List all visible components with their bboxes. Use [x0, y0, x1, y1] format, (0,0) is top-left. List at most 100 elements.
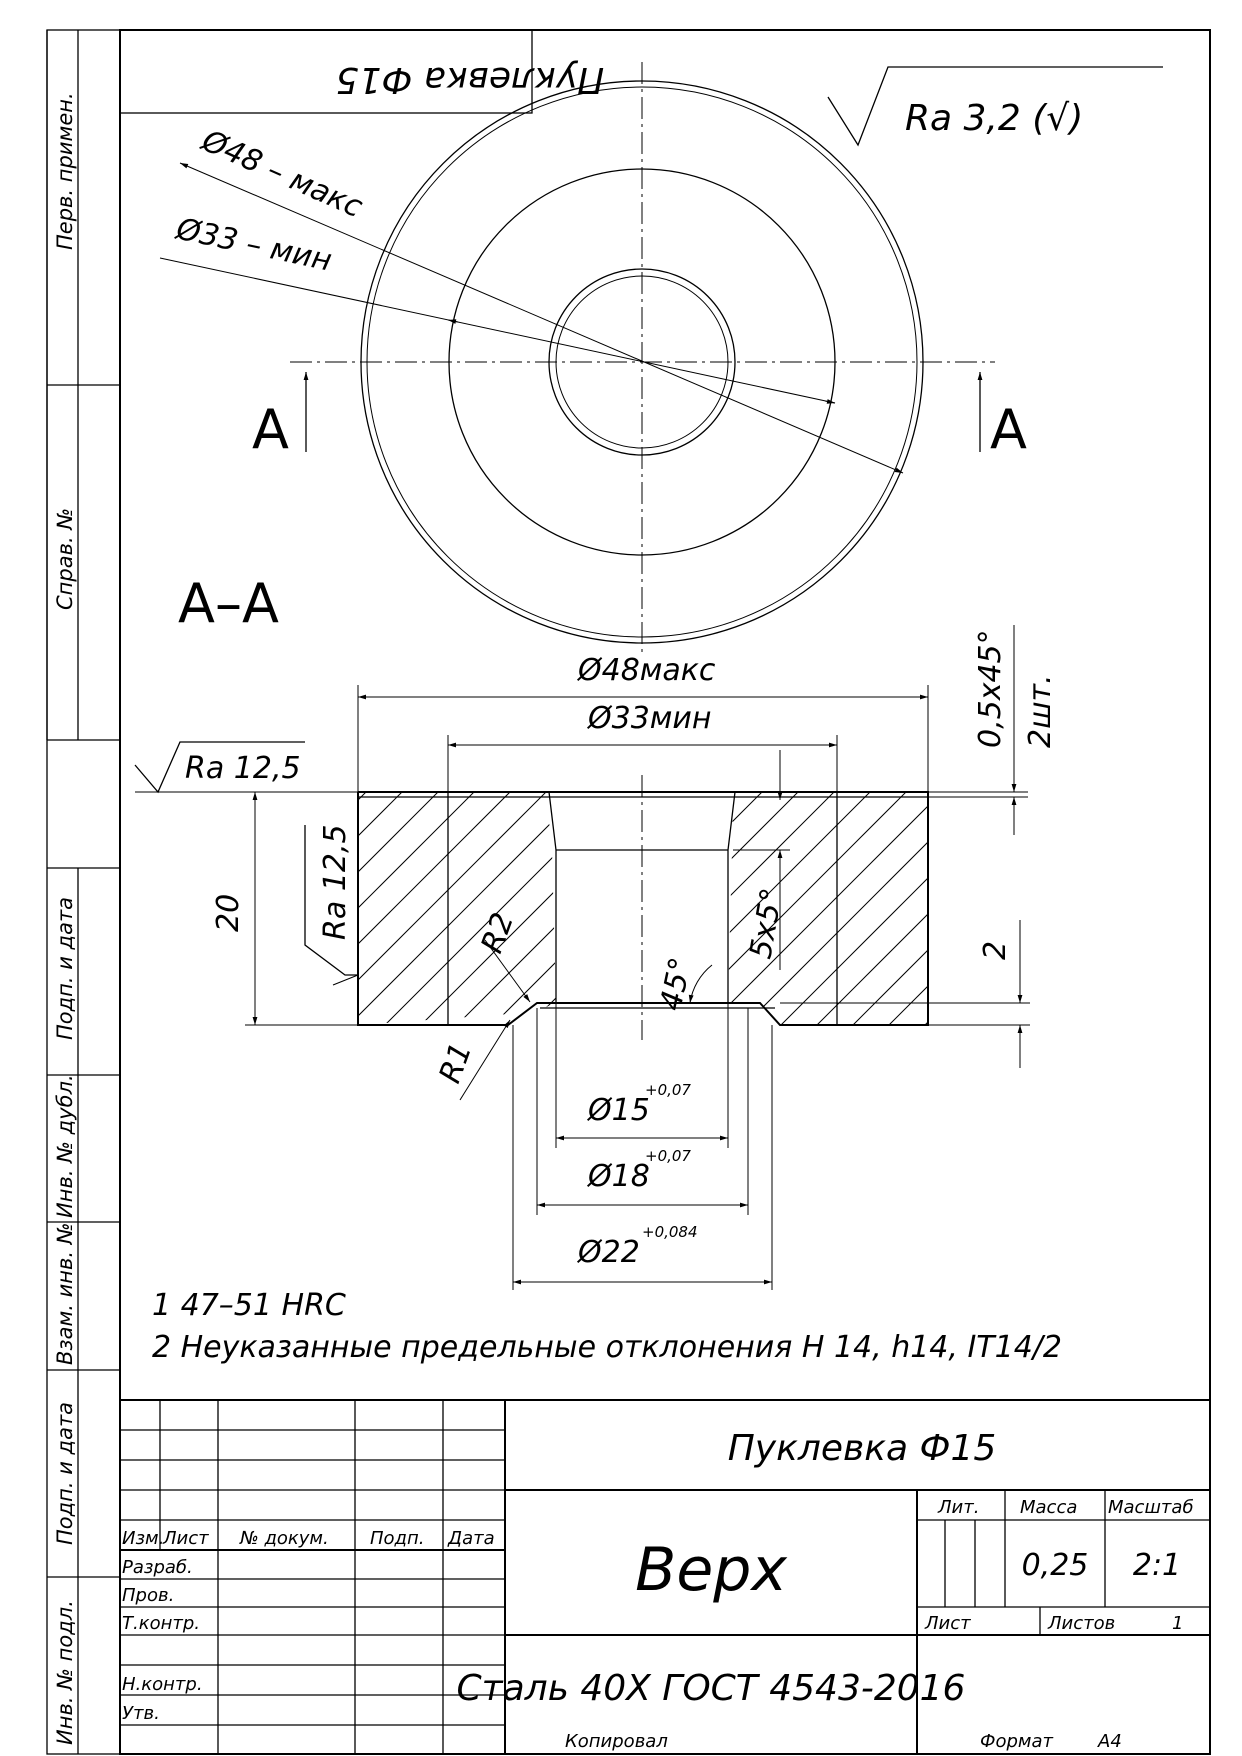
title-block: Изм. Лист № докум. Подп. Дата Разраб. Пр…: [120, 1399, 1210, 1754]
hatch-line: [1188, 750, 1242, 1050]
scale-value: 2:1: [1133, 1548, 1181, 1583]
top-view: Ø48 – макс Ø33 – мин A A: [159, 62, 1027, 655]
d22-tol: +0,084: [642, 1223, 698, 1241]
d48-leader: [179, 162, 904, 474]
format-value: А4: [1097, 1731, 1122, 1752]
col-header-doc: № докум.: [239, 1528, 329, 1549]
section-title: А–А: [178, 572, 279, 635]
margin-label: Подп. и дата: [53, 897, 77, 1040]
hatch-line: [1116, 750, 1242, 1050]
ra-side-leader: [304, 825, 358, 976]
hatch-line: [1044, 750, 1242, 1050]
hatch-line: [1044, 750, 1242, 1050]
drawing-frame: [119, 29, 1211, 1755]
mass-label: Масса: [1020, 1497, 1077, 1518]
hatch-line: [827, 792, 928, 1025]
col-header-list: Лист: [162, 1528, 209, 1549]
hatch-line: [503, 792, 556, 1025]
hatch-line: [728, 792, 928, 1025]
d33-section-label: Ø33мин: [586, 701, 712, 736]
hatch-line: [728, 792, 841, 1025]
hatch-line: [936, 750, 1236, 1050]
sheets-value: 1: [1172, 1613, 1183, 1634]
part-name: Верх: [635, 1535, 787, 1605]
hatch-line: [863, 792, 928, 1025]
taper-right: [727, 791, 736, 1003]
taper-left: [548, 791, 557, 1003]
material: Сталь 40Х ГОСТ 4543-2016: [457, 1668, 966, 1709]
hatch-line: [728, 792, 913, 1025]
margin-label: Инв. № подл.: [53, 1600, 77, 1745]
mass-value: 0,25: [1022, 1548, 1089, 1583]
margin-label: Инв. № дубл.: [53, 1074, 77, 1218]
d33-arrow: [824, 399, 836, 404]
angle-label: 45°: [654, 954, 699, 1013]
col-header-izm: Изм.: [122, 1528, 164, 1549]
margin-label: Справ. №: [53, 508, 77, 610]
margin-label: Подп. и дата: [53, 1402, 77, 1545]
section-mark-left: A: [252, 398, 289, 461]
hatch-line: [1224, 750, 1242, 1050]
d22-label: Ø22: [576, 1235, 640, 1270]
hatch-line: [900, 750, 1200, 1050]
hatch-line: [755, 792, 928, 1025]
hatch-line: [36, 750, 336, 1050]
designation: Пуклевка Ф15: [728, 1428, 997, 1469]
role-tkontr: Т.контр.: [122, 1613, 200, 1634]
depth-label: 2: [978, 941, 1013, 960]
hatch-line: [1080, 750, 1242, 1050]
d48-section-label: Ø48макс: [576, 653, 716, 688]
hatch-line: [1152, 750, 1242, 1050]
hatch-line: [1008, 750, 1242, 1050]
note-2: 2 Неуказанные предельные отклонения Н 14…: [152, 1330, 1062, 1365]
hatch-line: [728, 792, 928, 1025]
margin-label: Взам. инв. №: [53, 1222, 77, 1365]
hatch-line: [358, 792, 556, 1025]
copied-label: Копировал: [565, 1731, 668, 1752]
hatch-line: [972, 750, 1242, 1050]
sheet-label: Лист: [924, 1613, 971, 1634]
hatch-line: [358, 792, 517, 1025]
lit-label: Лит.: [937, 1497, 979, 1518]
role-utv: Утв.: [122, 1703, 160, 1724]
hatch-line: [728, 792, 928, 1025]
hatch-line: [899, 792, 928, 1025]
format-label: Формат: [980, 1731, 1054, 1752]
hatch-line: [1224, 750, 1242, 1050]
col-header-date: Дата: [447, 1528, 495, 1549]
hatch-line: [972, 750, 1242, 1050]
left-margin: Перв. примен. Справ. № Подп. и дата Инв.…: [46, 30, 120, 1754]
hatch-line: [358, 792, 556, 1025]
hatch-line: [359, 792, 556, 1025]
r1-leader: [459, 1019, 511, 1101]
outer-frame: [46, 29, 1211, 1755]
ra-top-label: Ra 12,5: [185, 751, 301, 786]
scale-label: Масштаб: [1108, 1497, 1194, 1518]
d33-leader: [159, 257, 836, 404]
hatch-line: [791, 792, 928, 1025]
col-header-sign: Подп.: [370, 1528, 424, 1549]
section-view: Ø48макс Ø33мин 0,5x45° 2шт. Ra 12,5 20 R…: [36, 625, 1242, 1290]
stamp-text: Пуклевка Ф15: [336, 59, 605, 100]
r2-leader: [484, 939, 531, 1003]
chamfer-qty-label: 2шт.: [1023, 674, 1058, 748]
hatch-line: [431, 792, 556, 1025]
general-roughness: Ra 3,2 (√): [827, 66, 1163, 147]
ra-top-sign: [134, 741, 305, 794]
hatch-line: [467, 792, 556, 1025]
hatch-line: [358, 792, 553, 1025]
hatch-left: [36, 750, 1242, 1050]
hatch-line: [728, 792, 805, 1025]
section-mark-right: A: [990, 398, 1027, 461]
d33-label: Ø33 – мин: [171, 211, 334, 278]
chamfer-label: 0,5x45°: [973, 629, 1008, 748]
ra-side-label: Ra 12,5: [318, 824, 353, 940]
role-nkontr: Н.контр.: [122, 1674, 203, 1695]
hatch-line: [1152, 750, 1242, 1050]
d33-arrow: [447, 319, 459, 324]
margin-label: Перв. примен.: [53, 92, 77, 250]
mirrored-stamp: Пуклевка Ф15: [119, 29, 605, 114]
hatch-line: [36, 750, 336, 1050]
hatch-line: [1116, 750, 1242, 1050]
height-label: 20: [211, 894, 246, 932]
